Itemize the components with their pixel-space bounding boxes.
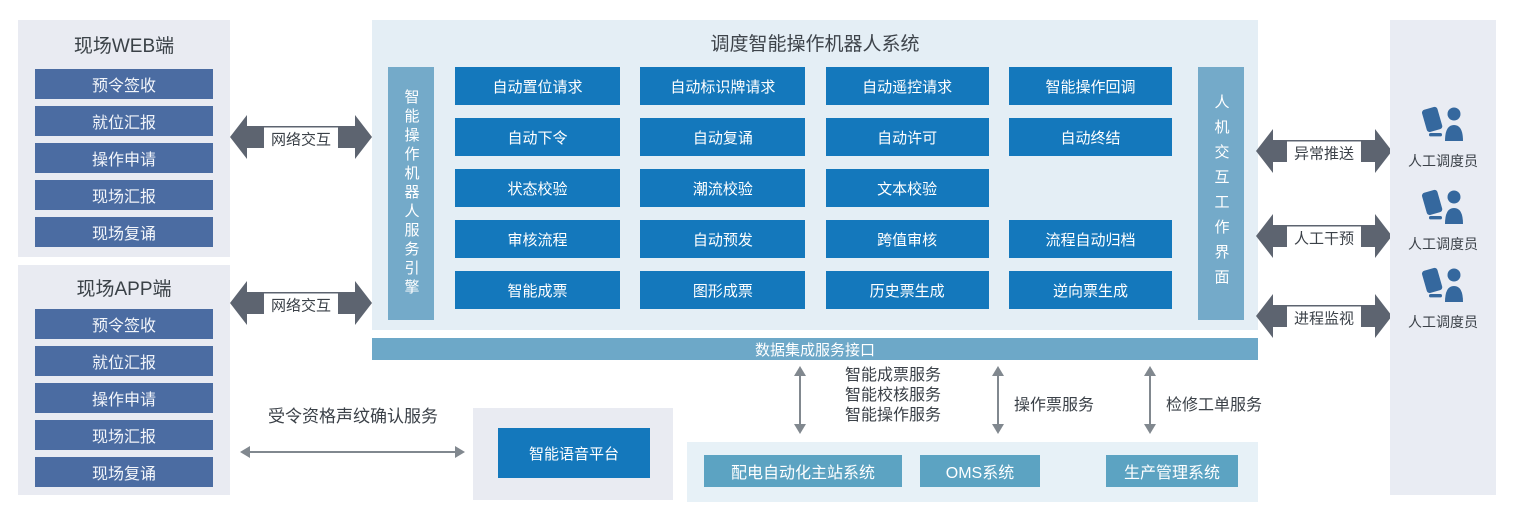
- func-auto-permit: 自动许可: [825, 118, 989, 156]
- service-link-arrow-3: [1143, 366, 1157, 434]
- service-label-maintenance-order: 检修工单服务: [1166, 397, 1263, 414]
- dispatcher-label: 人工调度员: [1408, 236, 1478, 252]
- web-item-operation-request: 操作申请: [35, 143, 213, 173]
- web-item-inplace-report: 就位汇报: [35, 106, 213, 136]
- func-auto-remote-request: 自动遥控请求: [825, 67, 989, 105]
- service-link-arrow-1: [793, 366, 807, 434]
- web-item-site-report: 现场汇报: [35, 180, 213, 210]
- function-grid: 自动置位请求 自动标识牌请求 自动遥控请求 智能操作回调 自动下令 自动复诵 自…: [455, 67, 1172, 309]
- web-item-site-repeat: 现场复诵: [35, 217, 213, 247]
- func-auto-repeat: 自动复诵: [640, 118, 806, 156]
- grid-empty-cell: [1009, 169, 1172, 207]
- func-auto-command: 自动下令: [455, 118, 620, 156]
- dispatcher-at-desk-icon: [1421, 105, 1465, 146]
- downstream-systems-panel: 配电自动化主站系统 OMS系统 生产管理系统: [687, 442, 1258, 502]
- field-web-title: 现场WEB端: [73, 36, 175, 57]
- voiceprint-service-arrow: [240, 445, 465, 459]
- func-smart-ticket: 智能成票: [455, 271, 620, 309]
- field-web-panel: 现场WEB端 预令签收 就位汇报 操作申请 现场汇报 现场复诵: [18, 20, 230, 257]
- func-auto-archive: 流程自动归档: [1008, 220, 1172, 258]
- dispatcher-1: 人工调度员: [1390, 105, 1496, 171]
- func-auto-set-request: 自动置位请求: [455, 67, 620, 105]
- func-history-ticket: 历史票生成: [825, 271, 989, 309]
- service-label-smart-operation: 智能操作服务: [845, 407, 942, 424]
- data-integration-bar: 数据集成服务接口: [372, 338, 1258, 360]
- dispatcher-at-desk-icon: [1421, 188, 1465, 229]
- func-reverse-ticket: 逆向票生成: [1008, 271, 1172, 309]
- web-item-presign: 预令签收: [35, 69, 213, 99]
- system-production-management: 生产管理系统: [1106, 455, 1238, 487]
- hmi-bar: 人机交互工作界面: [1198, 67, 1244, 320]
- hmi-arrow-exception-push: 异常推送: [1256, 129, 1392, 173]
- service-label-smart-check: 智能校核服务: [845, 387, 942, 404]
- network-arrow-app-label: 网络交互: [263, 293, 339, 317]
- func-graphic-ticket: 图形成票: [640, 271, 806, 309]
- exception-push-label: 异常推送: [1286, 141, 1362, 165]
- app-item-site-repeat: 现场复诵: [35, 457, 213, 487]
- system-distribution-automation: 配电自动化主站系统: [704, 455, 902, 487]
- app-item-operation-request: 操作申请: [35, 383, 213, 413]
- system-oms: OMS系统: [920, 455, 1040, 487]
- network-arrow-web-label: 网络交互: [263, 127, 339, 151]
- func-auto-finish: 自动终结: [1008, 118, 1172, 156]
- robot-system-panel: 调度智能操作机器人系统 智能操作机器人服务引擎 人机交互工作界面 自动置位请求 …: [372, 20, 1258, 330]
- dispatcher-3: 人工调度员: [1390, 266, 1496, 332]
- func-status-check: 状态校验: [455, 169, 620, 207]
- func-powerflow-check: 潮流校验: [640, 169, 806, 207]
- network-arrow-web: 网络交互: [230, 115, 372, 159]
- dispatcher-label: 人工调度员: [1408, 153, 1478, 169]
- robot-system-title: 调度智能操作机器人系统: [710, 34, 920, 55]
- field-app-panel: 现场APP端 预令签收 就位汇报 操作申请 现场汇报 现场复诵: [18, 265, 230, 495]
- func-cross-shift-review: 跨值审核: [825, 220, 989, 258]
- app-item-site-report: 现场汇报: [35, 420, 213, 450]
- network-arrow-app: 网络交互: [230, 281, 372, 325]
- service-link-arrow-2: [991, 366, 1005, 434]
- service-link-1-labels: 智能成票服务 智能校核服务 智能操作服务: [845, 366, 941, 426]
- func-auto-preissue: 自动预发: [640, 220, 806, 258]
- app-item-inplace-report: 就位汇报: [35, 346, 213, 376]
- dispatcher-panel: 人工调度员 人工调度员 人工调度: [1390, 20, 1496, 495]
- voiceprint-service-label: 受令资格声纹确认服务: [268, 407, 438, 426]
- manual-intervention-label: 人工干预: [1286, 226, 1362, 250]
- voice-platform-box: 智能语音平台: [498, 428, 650, 478]
- func-smart-operation-callback: 智能操作回调: [1008, 67, 1172, 105]
- process-monitor-label: 进程监视: [1286, 306, 1362, 330]
- voice-platform-panel: 智能语音平台: [473, 408, 673, 500]
- dispatcher-2: 人工调度员: [1390, 188, 1496, 254]
- dispatcher-at-desk-icon: [1421, 266, 1465, 307]
- func-text-check: 文本校验: [825, 169, 989, 207]
- engine-bar: 智能操作机器人服务引擎: [388, 67, 434, 320]
- hmi-arrow-process-monitor: 进程监视: [1256, 294, 1392, 338]
- field-app-title: 现场APP端: [76, 279, 172, 300]
- func-auto-tag-request: 自动标识牌请求: [640, 67, 806, 105]
- service-label-smart-ticket: 智能成票服务: [845, 367, 942, 384]
- hmi-arrow-manual-intervention: 人工干预: [1256, 214, 1392, 258]
- func-review-flow: 审核流程: [455, 220, 620, 258]
- app-item-presign: 预令签收: [35, 309, 213, 339]
- dispatcher-label: 人工调度员: [1408, 314, 1478, 330]
- service-label-operation-ticket: 操作票服务: [1014, 397, 1095, 414]
